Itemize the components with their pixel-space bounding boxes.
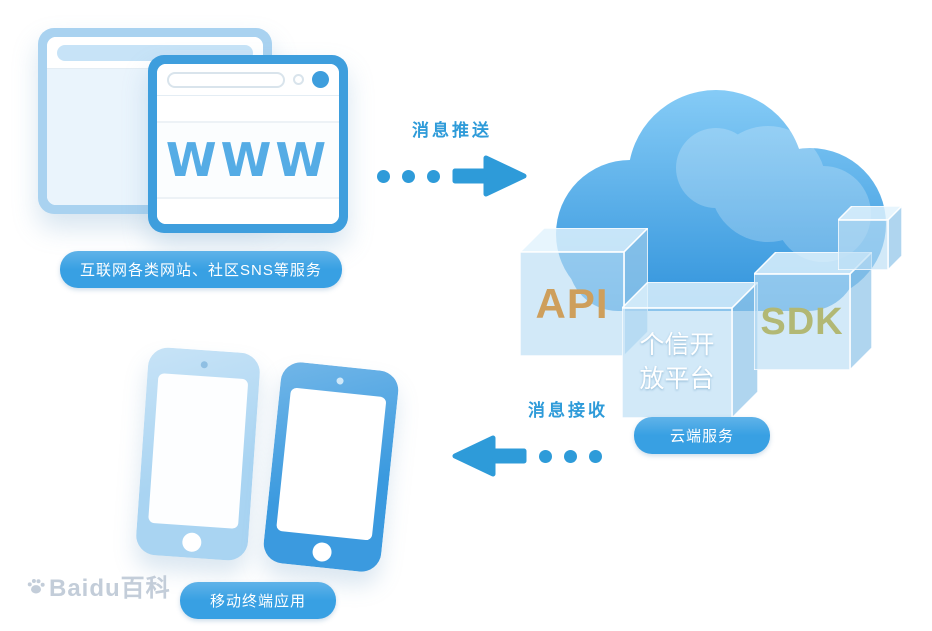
cloud-service-label: 云端服务 <box>634 417 770 454</box>
flow-dot <box>401 169 415 183</box>
toolbar-dot-icon <box>312 71 329 88</box>
api-label: API <box>535 280 609 327</box>
receive-label: 消息接收 <box>528 401 608 420</box>
arrow-right-icon <box>452 155 526 197</box>
flow-dot <box>588 449 602 463</box>
arrow-left-icon <box>452 435 526 477</box>
decorative-cube <box>838 206 902 270</box>
push-arrow-row <box>368 153 536 199</box>
browser-content: WWW <box>157 96 339 224</box>
home-button-icon <box>311 541 333 563</box>
phone-screen <box>148 373 249 529</box>
www-text: WWW <box>165 133 331 187</box>
baidu-paw-icon <box>26 576 46 596</box>
watermark-text: Baidu百科 <box>49 575 171 602</box>
home-button-icon <box>181 532 202 553</box>
browser-window-front: WWW <box>148 55 348 233</box>
baidu-watermark: Baidu百科 <box>26 568 171 603</box>
toolbar-dot-icon <box>293 74 304 85</box>
mobile-app-label: 移动终端应用 <box>180 582 336 619</box>
platform-label: 个信开放平台 <box>639 331 715 393</box>
camera-dot-icon <box>336 377 344 385</box>
browser-toolbar <box>157 64 339 96</box>
receive-arrow-row <box>426 433 626 479</box>
content-panel: WWW <box>157 121 339 199</box>
flow-dot <box>426 169 440 183</box>
address-bar <box>167 71 285 88</box>
receive-flow: 消息接收 <box>426 396 626 479</box>
flow-dot <box>563 449 577 463</box>
web-services-label: 互联网各类网站、社区SNS等服务 <box>60 251 342 288</box>
phone-screen <box>276 387 387 541</box>
push-flow: 消息推送 <box>368 116 536 199</box>
platform-cube: 个信开放平台 <box>622 282 758 418</box>
flow-dot <box>538 449 552 463</box>
sdk-label: SDK <box>760 300 844 343</box>
flow-dot <box>376 169 390 183</box>
phone-left <box>134 346 262 562</box>
camera-dot-icon <box>200 360 208 369</box>
phone-right <box>261 360 401 574</box>
push-label: 消息推送 <box>412 121 492 140</box>
